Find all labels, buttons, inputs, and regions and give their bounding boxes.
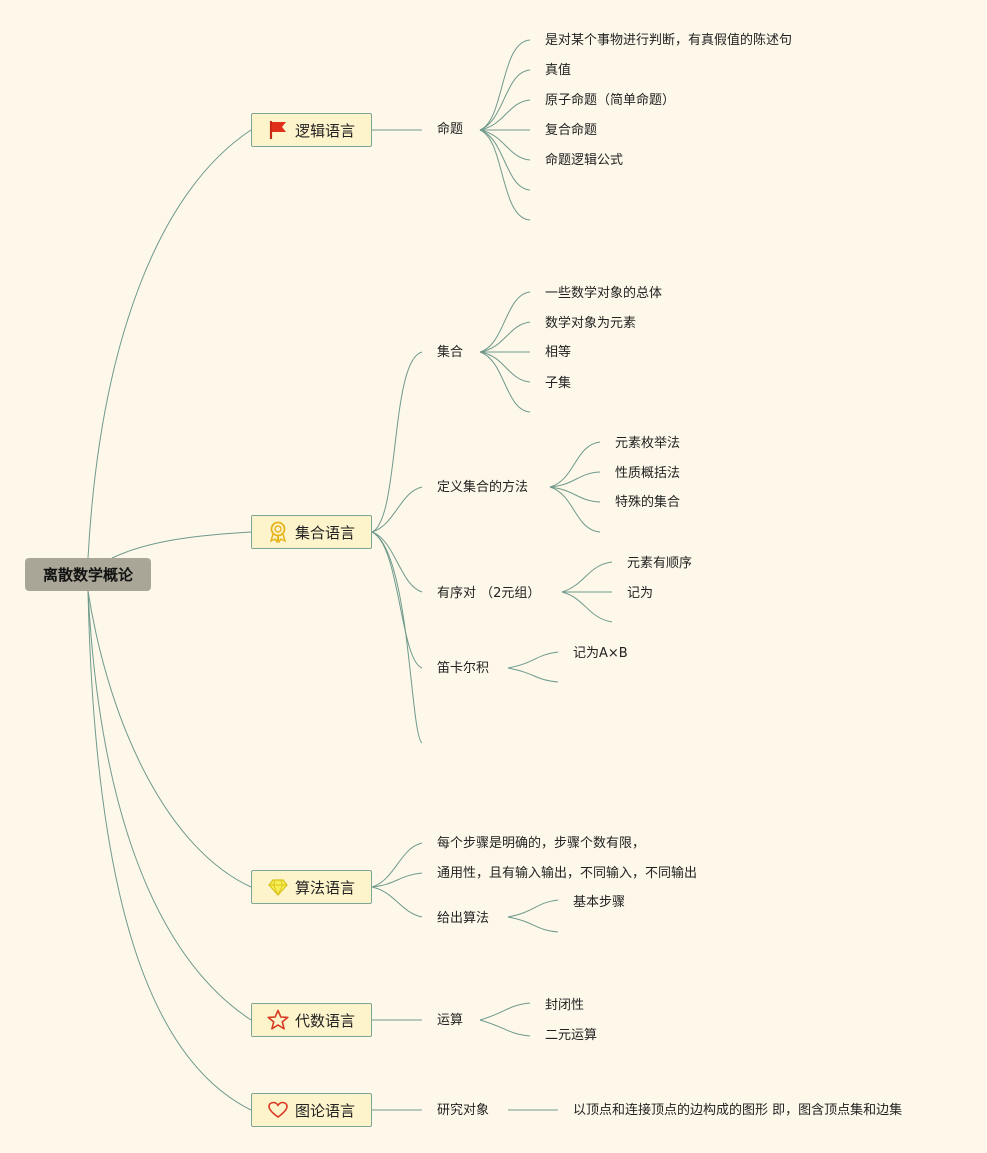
connector [479, 1002, 531, 1021]
branch-label: 集合语言 [295, 523, 356, 542]
connector [549, 471, 601, 488]
topic-set-definition-methods[interactable]: 定义集合的方法 [437, 480, 529, 495]
connector [479, 351, 531, 413]
leaf-topic[interactable]: 性质概括法 [615, 466, 681, 481]
connector [507, 916, 559, 933]
connector [371, 872, 423, 888]
branch-label: 算法语言 [295, 878, 356, 897]
connector [479, 351, 531, 383]
topic-proposition[interactable]: 命题 [437, 122, 464, 137]
branch-set-language[interactable]: 集合语言 [251, 515, 372, 549]
connector [479, 1019, 531, 1037]
connector [561, 591, 613, 623]
leaf-topic[interactable]: 复合命题 [545, 123, 598, 138]
leaf-topic[interactable]: 一些数学对象的总体 [545, 286, 663, 301]
flag-icon [267, 119, 289, 141]
connector [479, 291, 531, 353]
branch-label: 逻辑语言 [295, 121, 356, 140]
connector [371, 486, 423, 533]
topic-set[interactable]: 集合 [437, 345, 464, 360]
topic-ordered-pair[interactable]: 有序对 （2元组） [437, 586, 541, 601]
leaf-topic[interactable]: 子集 [545, 376, 572, 391]
leaf-topic[interactable]: 封闭性 [545, 998, 585, 1013]
connector [479, 69, 531, 131]
connector [371, 531, 423, 744]
branch-algorithm-language[interactable]: 算法语言 [251, 870, 372, 904]
leaf-topic[interactable]: 相等 [545, 345, 572, 360]
branch-graph-theory-language[interactable]: 图论语言 [251, 1093, 372, 1127]
connector [549, 486, 601, 503]
topic-cartesian-product[interactable]: 笛卡尔积 [437, 661, 490, 676]
connector [507, 899, 559, 918]
diamond-icon [267, 876, 289, 898]
connector [371, 351, 423, 533]
leaf-topic[interactable]: 元素枚举法 [615, 436, 681, 451]
branch-label: 图论语言 [295, 1101, 356, 1120]
connector [507, 651, 559, 669]
leaf-topic[interactable]: 是对某个事物进行判断，有真假值的陈述句 [545, 33, 793, 48]
connector [479, 321, 531, 353]
branch-logic-language[interactable]: 逻辑语言 [251, 113, 372, 147]
connector [371, 531, 423, 669]
leaf-topic[interactable]: 特殊的集合 [615, 495, 681, 510]
connector [111, 531, 252, 559]
connector [479, 129, 531, 161]
connector [87, 590, 252, 1021]
connector [549, 441, 601, 488]
connector [371, 886, 423, 918]
connector [479, 99, 531, 131]
leaf-topic[interactable]: 以顶点和连接顶点的边构成的图形 即，图含顶点集和边集 [573, 1103, 903, 1118]
award-ribbon-icon [267, 521, 289, 543]
connector [87, 590, 252, 1111]
topic-operation[interactable]: 运算 [437, 1013, 464, 1028]
star-icon [267, 1009, 289, 1031]
connector [561, 561, 613, 593]
connector [479, 39, 531, 131]
connector [87, 129, 252, 559]
leaf-topic[interactable]: 记为 [627, 586, 654, 601]
topic-research-object[interactable]: 研究对象 [437, 1103, 490, 1118]
root-topic[interactable]: 离散数学概论 [25, 558, 151, 591]
topic-give-algorithm[interactable]: 给出算法 [437, 911, 490, 926]
leaf-topic[interactable]: 原子命题（简单命题） [545, 93, 676, 108]
leaf-topic[interactable]: 记为A×B [573, 646, 628, 661]
leaf-topic[interactable]: 真值 [545, 63, 572, 78]
connector [507, 667, 559, 683]
connector [479, 129, 531, 221]
leaf-topic[interactable]: 通用性，且有输入输出，不同输入，不同输出 [437, 866, 698, 881]
connector [87, 590, 252, 888]
branch-algebra-language[interactable]: 代数语言 [251, 1003, 372, 1037]
leaf-topic[interactable]: 元素有顺序 [627, 556, 693, 571]
leaf-topic[interactable]: 二元运算 [545, 1028, 598, 1043]
connector [371, 531, 423, 593]
connector [549, 486, 601, 533]
heart-icon [267, 1099, 289, 1121]
leaf-topic[interactable]: 基本步骤 [573, 895, 626, 910]
leaf-topic[interactable]: 命题逻辑公式 [545, 153, 624, 168]
leaf-topic[interactable]: 每个步骤是明确的，步骤个数有限， [437, 836, 646, 851]
leaf-topic[interactable]: 数学对象为元素 [545, 316, 637, 331]
branch-label: 代数语言 [295, 1011, 356, 1030]
connector [371, 842, 423, 888]
connector [479, 129, 531, 191]
